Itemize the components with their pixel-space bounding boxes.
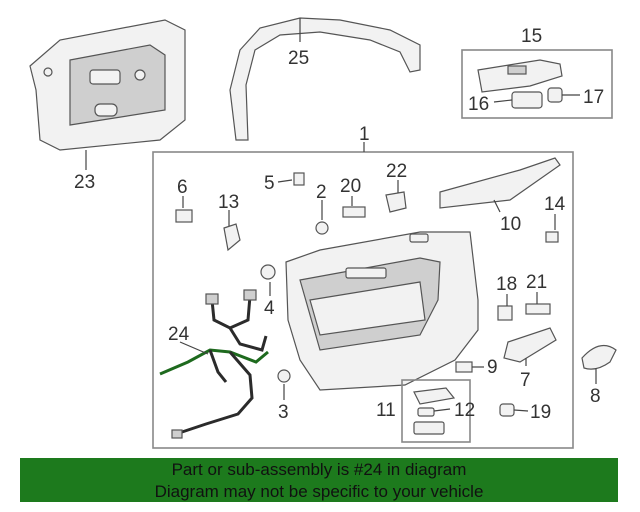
callout-20: 20	[340, 176, 361, 197]
part-info-banner: Part or sub-assembly is #24 in diagram D…	[20, 458, 618, 502]
part-19-pushpin	[499, 403, 515, 417]
leader-lines	[85, 18, 597, 412]
part-7-handle	[503, 327, 557, 363]
part-5-clip	[293, 172, 305, 186]
callout-4: 4	[264, 298, 275, 319]
banner-line-1: Part or sub-assembly is #24 in diagram	[171, 460, 467, 479]
part-8-cap	[581, 344, 617, 370]
part-3-pushpin	[277, 369, 291, 383]
callout-19: 19	[530, 402, 551, 423]
part-16-switch	[511, 91, 543, 109]
part-24-wiring-harness	[159, 289, 269, 439]
callout-6: 6	[177, 177, 188, 198]
callout-7: 7	[520, 370, 531, 391]
part-13-bracket	[223, 223, 241, 252]
callout-25: 25	[288, 48, 309, 69]
part-11-handle-bezel	[413, 387, 456, 405]
part-20-pad	[342, 206, 366, 218]
part-11-group-box	[401, 379, 471, 443]
callout-8: 8	[590, 386, 601, 407]
callout-11: 11	[376, 400, 396, 421]
banner-line-2: Diagram may not be specific to your vehi…	[154, 482, 484, 501]
part-21-pad	[525, 303, 551, 315]
part-12-clip	[417, 407, 435, 417]
callout-16: 16	[468, 94, 489, 115]
callout-23: 23	[74, 172, 95, 193]
callout-24: 24	[168, 324, 190, 345]
part-14-clip	[545, 231, 559, 243]
part-1-door-trim-panel	[285, 231, 479, 391]
callout-3: 3	[278, 402, 289, 423]
callout-14: 14	[544, 194, 566, 215]
part-6-clip	[175, 209, 193, 223]
part-15-group-box	[461, 49, 613, 119]
part-2-pushpin	[315, 221, 329, 235]
callout-15: 15	[521, 26, 542, 47]
part-22-bracket	[385, 191, 407, 213]
callout-18: 18	[496, 274, 517, 295]
callout-21: 21	[526, 272, 547, 293]
callout-22: 22	[386, 161, 407, 182]
callout-17: 17	[583, 87, 604, 108]
part-18-clip	[497, 305, 513, 321]
callout-2: 2	[316, 182, 327, 203]
callout-1: 1	[359, 124, 370, 145]
callout-13: 13	[218, 192, 239, 213]
callout-5: 5	[264, 173, 275, 194]
part-1-group-box	[152, 151, 574, 449]
part-17-clip	[547, 87, 563, 103]
part-23-door-module	[29, 19, 186, 151]
callout-10: 10	[500, 214, 521, 235]
part-25-frame-molding	[229, 17, 421, 141]
part-15-switch-bezel	[477, 59, 563, 93]
callout-12: 12	[454, 400, 475, 421]
part-9-clip	[455, 361, 473, 373]
part-10-upper-trim	[439, 157, 561, 209]
part-4-grommet	[260, 264, 276, 280]
part-11-lower-bezel	[413, 421, 445, 435]
callout-9: 9	[487, 357, 498, 378]
parts-diagram: 1 2 3 4 5 6 7 8 9 10 11 12 13 14 15 16 1…	[29, 17, 617, 449]
